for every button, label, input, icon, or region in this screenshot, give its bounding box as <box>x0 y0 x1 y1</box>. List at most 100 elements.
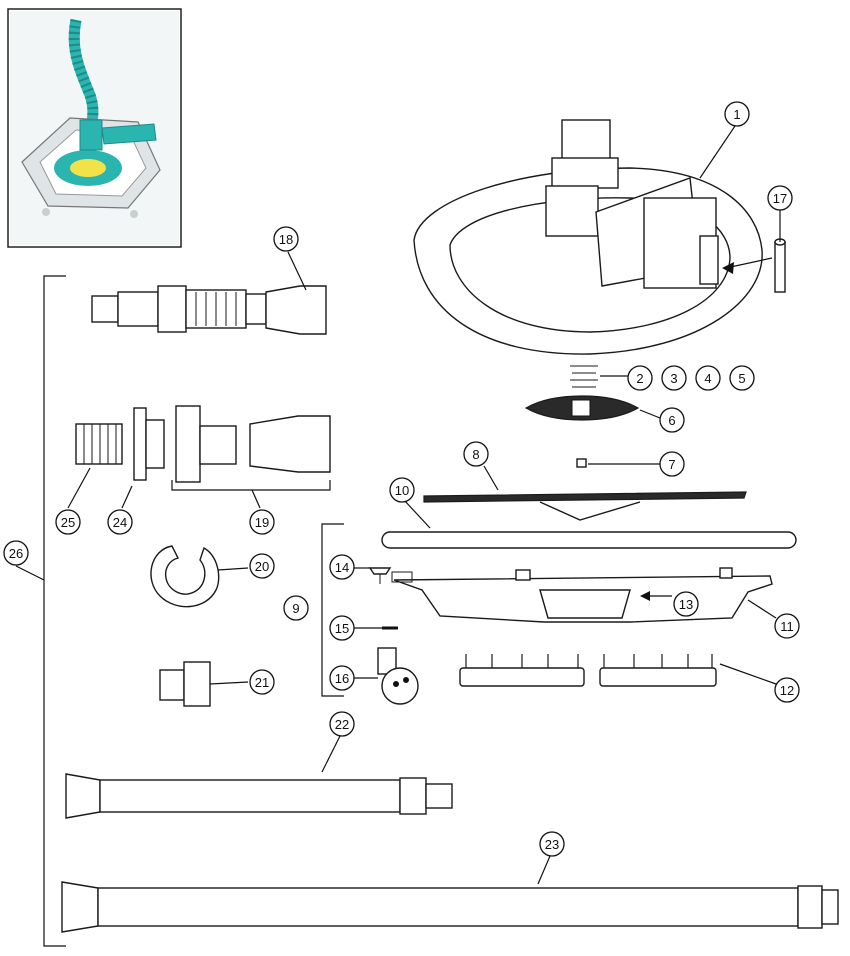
callout-16: 16 <box>329 665 355 691</box>
main-body-part <box>413 119 773 355</box>
callout-label: 15 <box>335 621 349 636</box>
callout-23: 23 <box>539 831 565 857</box>
callout-label: 23 <box>545 837 559 852</box>
callout-label: 1 <box>733 107 740 122</box>
callout-1: 1 <box>724 101 750 127</box>
nut-part <box>576 458 587 468</box>
callout-label: 18 <box>279 232 293 247</box>
callout-label: 25 <box>61 515 75 530</box>
callout-22: 22 <box>329 711 355 737</box>
c-ring-part <box>150 545 220 608</box>
callout-label: 17 <box>773 191 787 206</box>
callout-17: 17 <box>767 185 793 211</box>
long-rod-part <box>381 531 797 549</box>
callout-circle <box>673 591 699 617</box>
callout-circle <box>249 553 275 579</box>
callout-label: 5 <box>738 371 745 386</box>
callout-circle <box>729 365 755 391</box>
callout-label: 13 <box>679 597 693 612</box>
callout-7: 7 <box>659 451 685 477</box>
connector-assembly-part <box>91 285 327 335</box>
callout-26: 26 <box>3 540 29 566</box>
callout-circle <box>695 365 721 391</box>
callout-21: 21 <box>249 669 275 695</box>
callout-label: 6 <box>668 413 675 428</box>
callout-14: 14 <box>329 554 355 580</box>
leader-lines <box>15 125 781 885</box>
callout-label: 7 <box>668 457 675 472</box>
callout-label: 22 <box>335 717 349 732</box>
callout-label: 26 <box>9 546 23 561</box>
callout-10: 10 <box>389 477 415 503</box>
callout-11: 11 <box>774 613 800 639</box>
callout-19: 19 <box>249 509 275 535</box>
flange-part <box>133 407 165 481</box>
callout-15: 15 <box>329 615 355 641</box>
callout-label: 2 <box>636 371 643 386</box>
callout-circle <box>539 831 565 857</box>
callout-circle <box>329 665 355 691</box>
bracket-9 <box>321 523 344 697</box>
screw-part <box>368 567 392 584</box>
callout-circle <box>283 595 309 621</box>
callout-circle <box>389 477 415 503</box>
callout-18: 18 <box>273 226 299 252</box>
product-photo <box>7 8 182 248</box>
callout-circle <box>659 407 685 433</box>
callout-circle <box>661 365 687 391</box>
callout-label: 21 <box>255 675 269 690</box>
callout-label: 20 <box>255 559 269 574</box>
callout-2: 2 <box>627 365 653 391</box>
base-plate-part <box>391 567 773 623</box>
callout-label: 14 <box>335 560 349 575</box>
callout-label: 4 <box>704 371 711 386</box>
threaded-adapter-part <box>75 423 123 465</box>
callout-label: 16 <box>335 671 349 686</box>
callout-25: 25 <box>55 509 81 535</box>
callout-circle <box>463 441 489 467</box>
diaphragm-part <box>524 395 640 421</box>
callout-circle <box>107 509 133 535</box>
callout-circle <box>273 226 299 252</box>
callout-5: 5 <box>729 365 755 391</box>
callout-circle <box>329 615 355 641</box>
wheel-part <box>377 647 419 705</box>
callout-circle <box>767 185 793 211</box>
pin-part <box>774 238 786 293</box>
callout-circle <box>724 101 750 127</box>
callout-circle <box>249 509 275 535</box>
callout-12: 12 <box>774 677 800 703</box>
callout-label: 10 <box>395 483 409 498</box>
callout-label: 12 <box>780 683 794 698</box>
bracket-19 <box>171 480 331 491</box>
callout-circle <box>55 509 81 535</box>
callout-6: 6 <box>659 407 685 433</box>
top-plate-part <box>423 491 747 521</box>
callout-24: 24 <box>107 509 133 535</box>
callout-20: 20 <box>249 553 275 579</box>
callout-13: 13 <box>673 591 699 617</box>
long-hose-part <box>61 881 839 933</box>
callout-circle <box>627 365 653 391</box>
skirt-fins-part <box>459 654 717 687</box>
callout-circle <box>329 554 355 580</box>
short-hose-part <box>65 773 453 819</box>
callout-label: 9 <box>292 601 299 616</box>
short-adapter-part <box>159 661 211 707</box>
callout-9: 9 <box>283 595 309 621</box>
callout-circle <box>249 669 275 695</box>
callout-label: 19 <box>255 515 269 530</box>
callout-circle <box>329 711 355 737</box>
callout-8: 8 <box>463 441 489 467</box>
callout-label: 11 <box>780 619 794 634</box>
callout-3: 3 <box>661 365 687 391</box>
callout-circle <box>774 613 800 639</box>
callout-label: 3 <box>670 371 677 386</box>
callout-label: 24 <box>113 515 127 530</box>
callout-4: 4 <box>695 365 721 391</box>
callout-circle <box>659 451 685 477</box>
bracket-26 <box>43 275 66 947</box>
callout-circle <box>3 540 29 566</box>
